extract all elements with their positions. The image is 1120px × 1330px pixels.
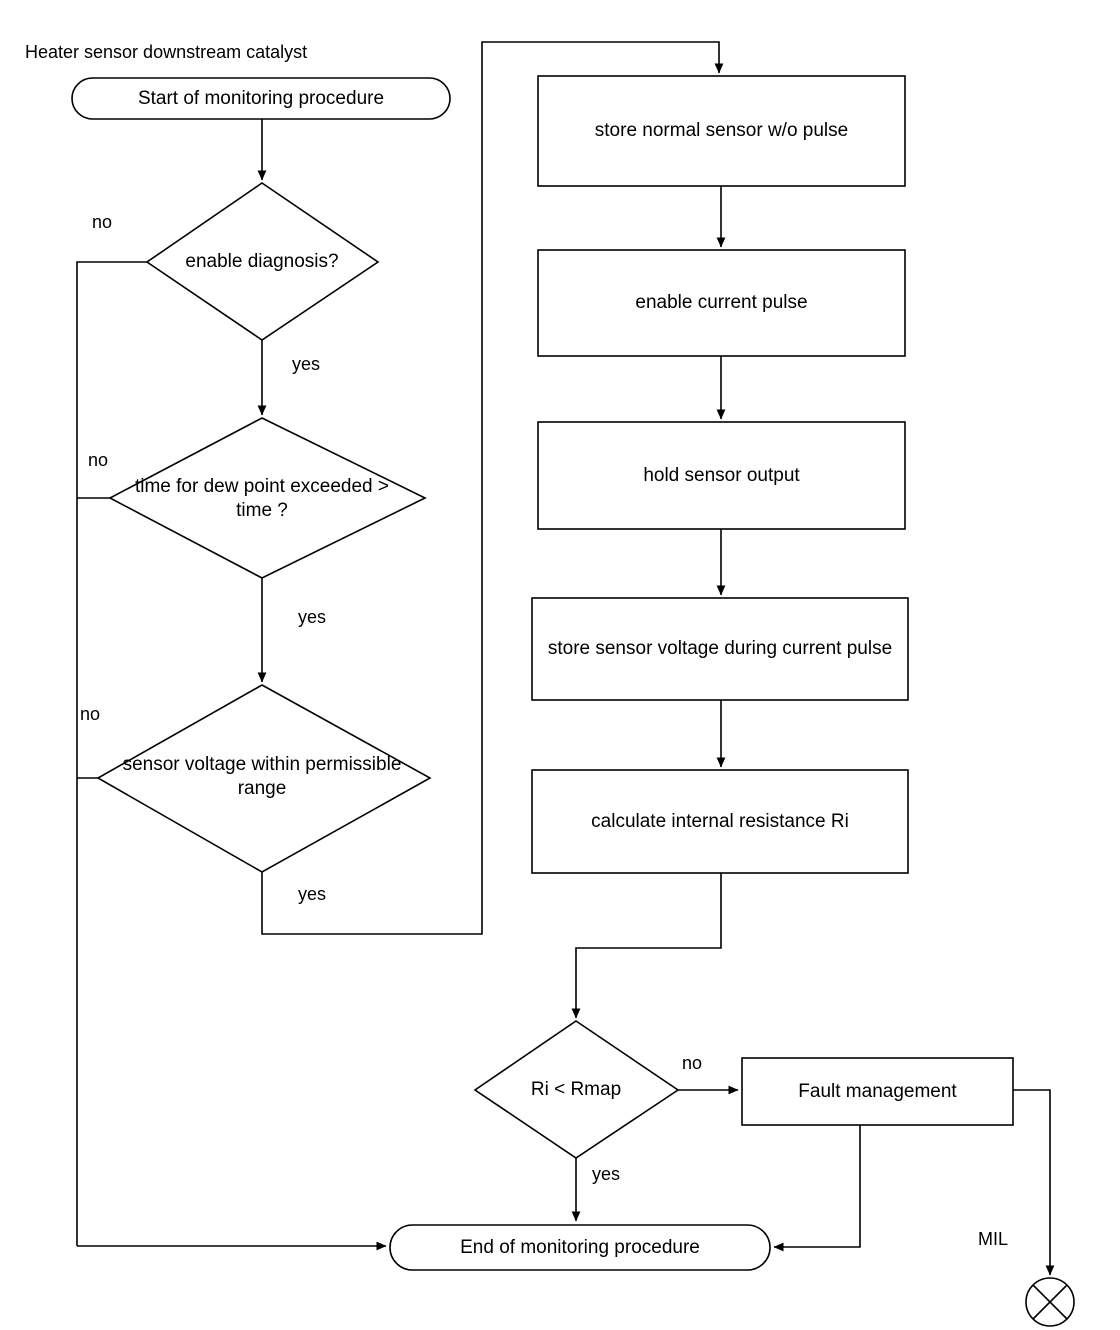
connector-calc-ri-to-rmap xyxy=(571,873,722,1019)
branch-label-rmap-yes: yes xyxy=(592,1164,621,1184)
branch-label-dewpoint-yes: yes xyxy=(298,607,327,627)
connector-voltage-yes-to-store-normal xyxy=(261,41,724,935)
start-terminator-shape xyxy=(71,77,451,120)
decision-enable-shape xyxy=(145,182,380,341)
process-fault-shape xyxy=(741,1057,1014,1126)
process-calc-ri-shape xyxy=(531,769,909,874)
branch-label-voltage-no: no xyxy=(80,704,101,724)
connector-enable-no xyxy=(76,261,147,1246)
process-store-voltage-shape xyxy=(531,597,909,701)
mil-lamp-cross-2 xyxy=(1032,1284,1068,1320)
connector-fault-to-mil xyxy=(1013,1089,1055,1276)
branch-label-enable-no: no xyxy=(92,212,113,232)
branch-label-enable-yes: yes xyxy=(292,354,321,374)
diagram-title: Heater sensor downstream catalyst xyxy=(25,42,308,62)
process-hold-output-shape xyxy=(537,421,906,530)
branch-label-voltage-yes: yes xyxy=(298,884,327,904)
process-store-normal-shape xyxy=(537,75,906,187)
branch-label-rmap-no: no xyxy=(682,1053,703,1073)
decision-voltage-shape xyxy=(96,684,432,873)
decision-rmap-shape xyxy=(473,1020,680,1159)
mil-lamp-label: MIL xyxy=(978,1229,1009,1249)
branch-label-dewpoint-no: no xyxy=(88,450,109,470)
decision-dewpoint-shape xyxy=(108,417,427,579)
end-terminator-shape xyxy=(389,1224,771,1271)
process-enable-pulse-shape xyxy=(537,249,906,357)
connector-fault-to-end xyxy=(773,1125,861,1252)
